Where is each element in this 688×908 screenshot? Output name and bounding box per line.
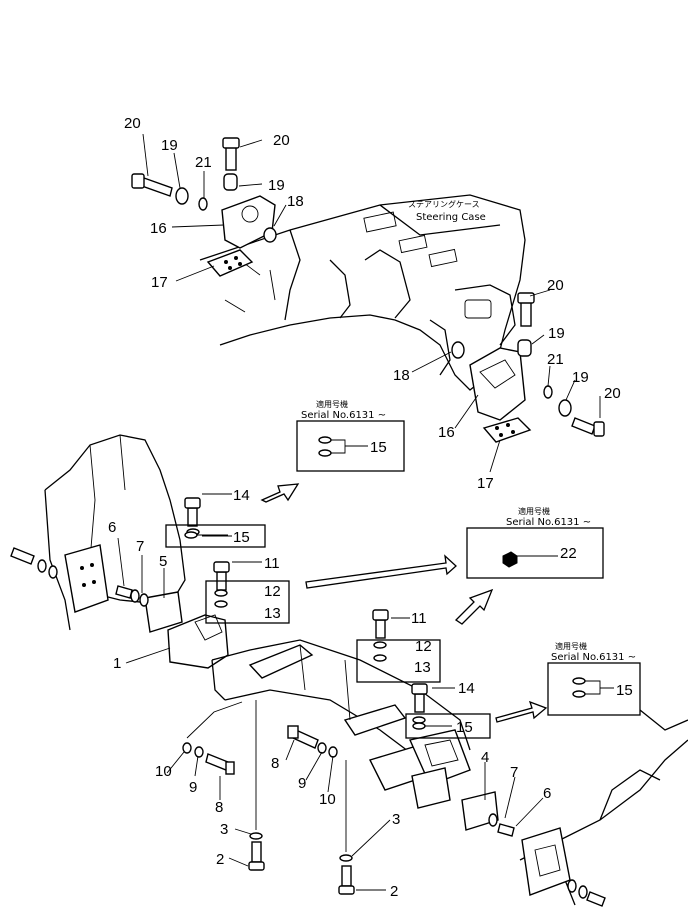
callout-6: 6 [108,519,116,536]
callout-9: 9 [189,779,197,796]
callout-6: 6 [543,785,551,802]
callout-3: 3 [220,821,228,838]
serial-jp-label-3: 適用号機 [555,641,587,651]
callout-1: 1 [113,655,121,672]
leader-lines [117,133,601,891]
callout-2: 2 [216,851,224,868]
callout-17: 17 [151,274,168,291]
callout-19: 19 [161,137,178,154]
callout-8: 8 [215,799,223,816]
steering-case-en-label: Steering Case [416,212,486,223]
callout-19: 19 [268,177,285,194]
callout-19: 19 [548,325,565,342]
annotation-boxes [165,420,641,739]
callout-11: 11 [411,610,427,627]
callout-20: 20 [273,132,290,149]
callout-13: 13 [414,659,431,676]
callout-18: 18 [393,367,410,384]
callout-21: 21 [547,351,564,368]
callout-16: 16 [150,220,167,237]
callout-14: 14 [233,487,250,504]
transmission-case [10,434,186,631]
case-label: ステアリングケース Steering Case 適用号機 Serial No.6… [301,199,636,663]
callout-17: 17 [477,475,494,492]
callout-19: 19 [572,369,589,386]
serial-jp-label-2: 適用号機 [518,506,550,516]
upper-right-mount [451,292,605,443]
callout-11: 11 [264,555,280,572]
callout-15: 15 [370,439,387,456]
serial-en-label-2: Serial No.6131 ~ [506,517,591,528]
callout-10: 10 [319,791,336,808]
main-frame [144,591,499,831]
lower-fasteners [115,497,515,895]
callout-20: 20 [604,385,621,402]
callout-13: 13 [264,605,281,622]
callout-12: 12 [415,638,432,655]
serial-jp-label-1: 適用号機 [316,399,348,409]
callout-22: 22 [560,545,577,562]
final-drive [519,709,688,907]
callout-2: 2 [390,883,398,900]
callout-9: 9 [298,775,306,792]
callout-21: 21 [195,154,212,171]
callout-18: 18 [287,193,304,210]
callout-5: 5 [159,553,167,570]
callout-7: 7 [136,538,144,555]
callout-20: 20 [547,277,564,294]
callout-numbers: 20 19 21 20 19 18 16 17 20 19 21 19 20 1… [108,115,633,900]
callout-8: 8 [271,755,279,772]
callout-20: 20 [124,115,141,132]
callout-3: 3 [392,811,400,828]
callout-4: 4 [481,749,489,766]
direction-arrows [260,483,548,723]
callout-16: 16 [438,424,455,441]
serial-en-label-3: Serial No.6131 ~ [551,652,636,663]
callout-15: 15 [616,682,633,699]
callout-12: 12 [264,583,281,600]
callout-15: 15 [233,529,250,546]
callout-10: 10 [155,763,172,780]
callout-15: 15 [456,719,473,736]
callout-7: 7 [510,764,518,781]
serial-en-label-1: Serial No.6131 ~ [301,410,386,421]
callout-14: 14 [458,680,475,697]
upper-left-mount [131,137,277,277]
steering-case-jp-label: ステアリングケース [408,199,480,209]
